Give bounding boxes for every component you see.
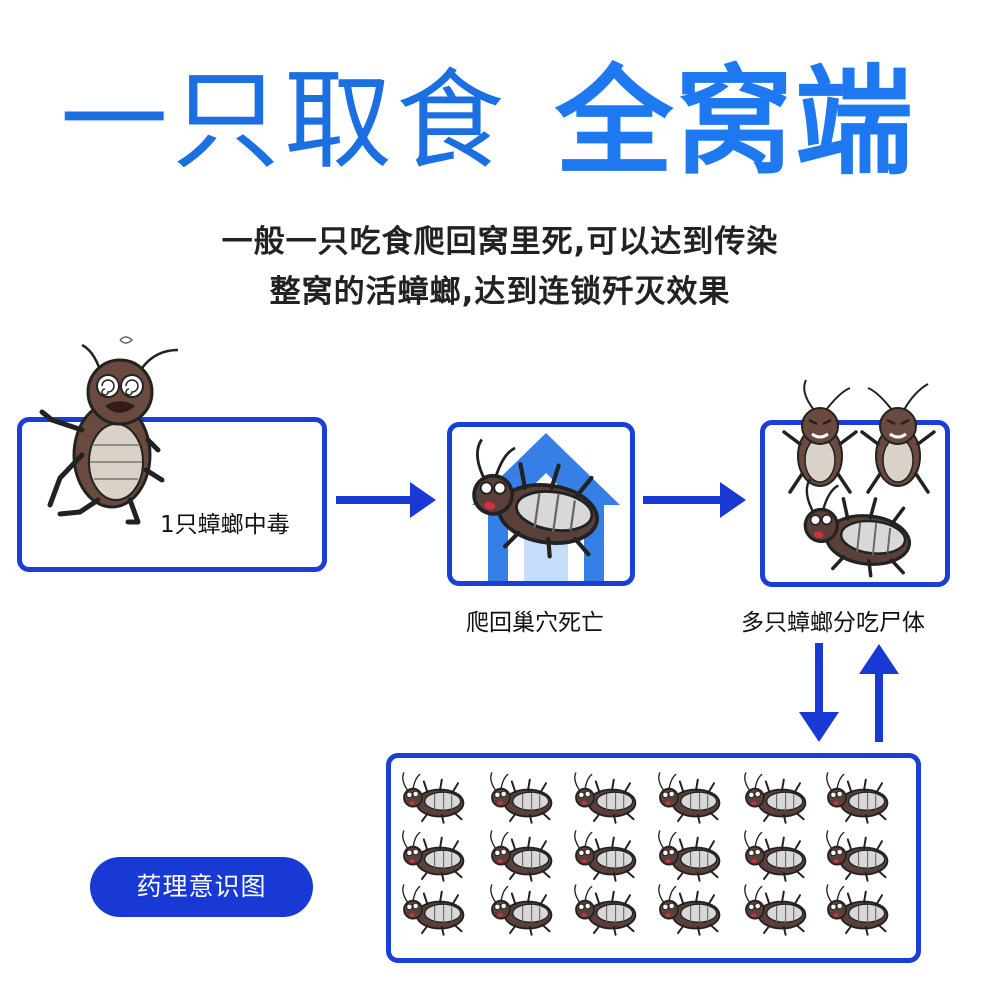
headline-part2: 全窝端 <box>555 53 916 191</box>
up-arrow <box>859 644 899 742</box>
headline: 一只取食 全窝端 <box>0 52 1000 192</box>
flow-arrow-1 <box>336 482 436 518</box>
step3-box <box>760 420 950 587</box>
subtitle-line2: 整窝的活蟑螂,达到连锁歼灭效果 <box>269 274 731 310</box>
step1-label: 1只蟑螂中毒 <box>160 512 290 538</box>
headline-part1: 一只取食 <box>60 59 509 184</box>
subtitle-line1: 一般一只吃食爬回窝里死,可以达到传染 <box>221 224 779 260</box>
down-arrow <box>799 643 839 742</box>
house-icon <box>472 433 620 581</box>
colony-box <box>386 753 921 963</box>
step1-box <box>17 417 327 572</box>
step2-box <box>447 422 635 586</box>
step2-label: 爬回巢穴死亡 <box>466 610 604 636</box>
flow-arrow-2 <box>643 482 746 518</box>
step3-label: 多只蟑螂分吃尸体 <box>741 610 925 636</box>
legend-badge: 药理意识图 <box>90 857 313 917</box>
